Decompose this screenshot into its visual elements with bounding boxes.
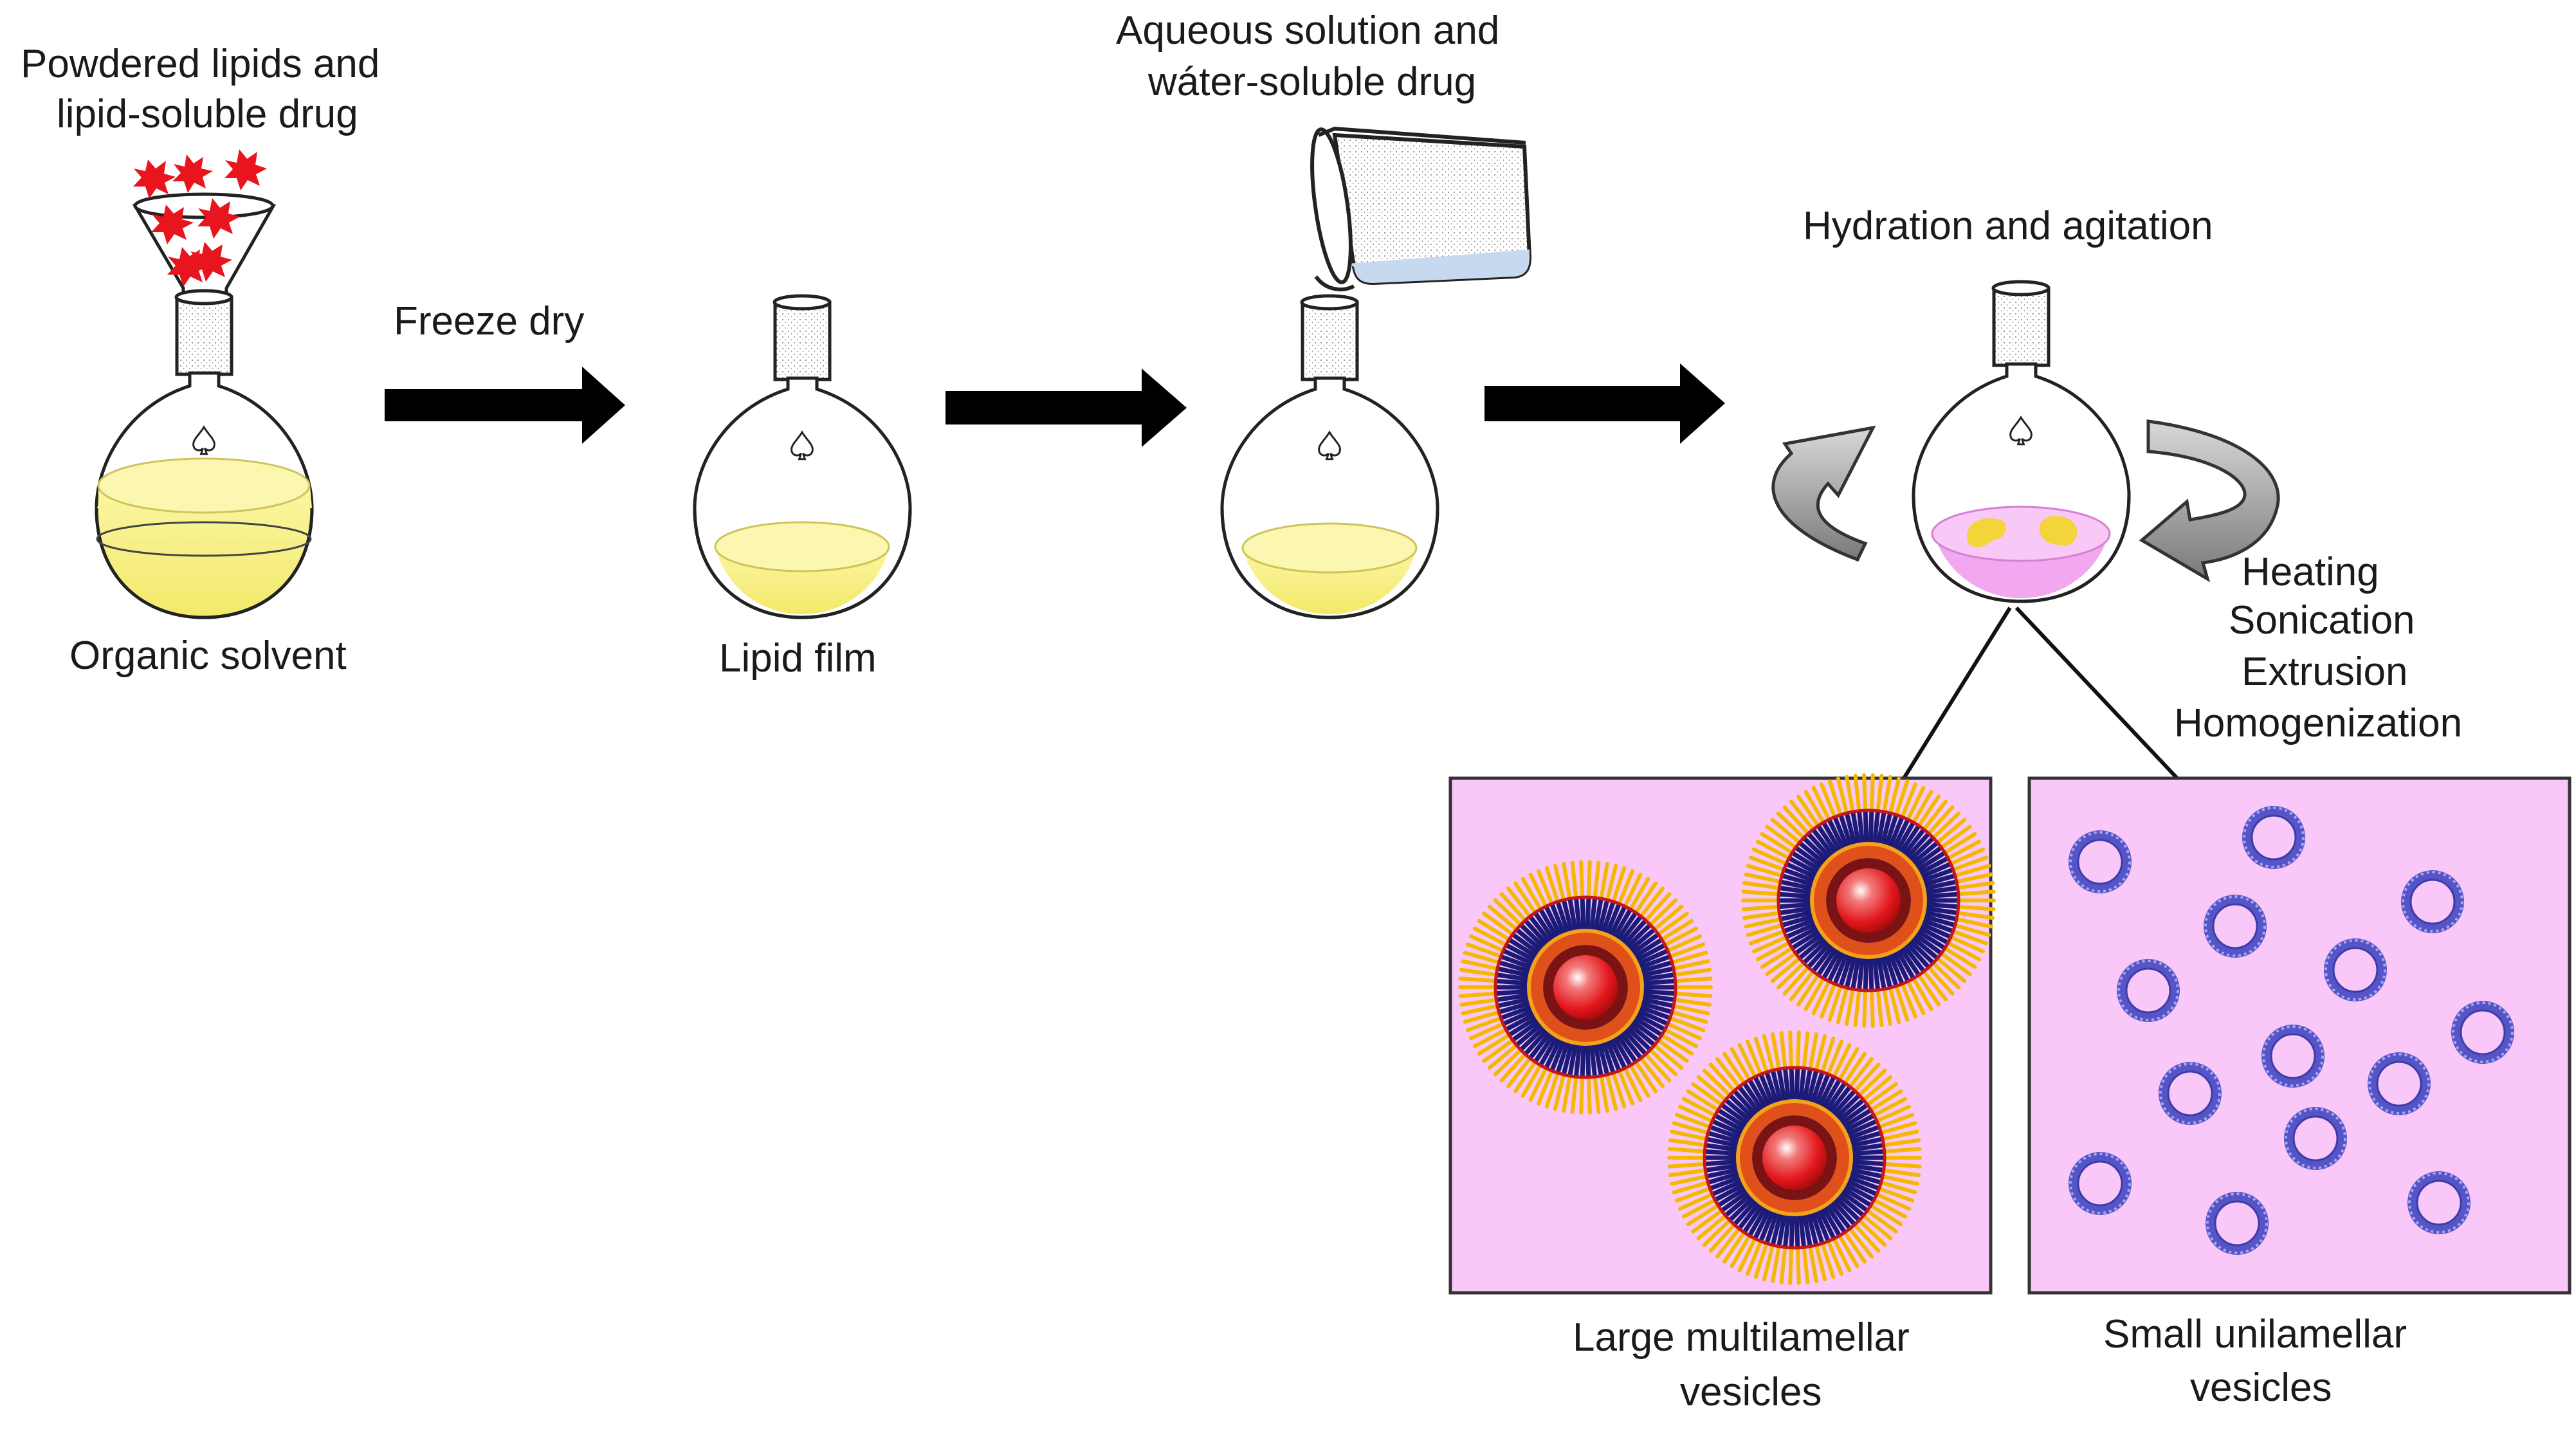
unilamellar-vesicle: [2242, 806, 2305, 869]
unilamellar-vesicle: [2261, 1025, 2325, 1088]
process-arrow-2: [945, 369, 1187, 447]
multilamellar-vesicles: [1458, 773, 1996, 1285]
connector-line-left: [1902, 607, 2012, 780]
large-vesicles-label-line2: vesicles: [1680, 1370, 1822, 1414]
unilamellar-vesicle: [2284, 1107, 2347, 1170]
small-vesicles-label-line2: vesicles: [2190, 1365, 2332, 1410]
multilamellar-vesicle: [1741, 773, 1996, 1028]
freeze-dry-label: Freeze dry: [394, 299, 584, 343]
unilamellar-vesicle: [2117, 959, 2180, 1022]
sonication-label: Sonication: [2229, 598, 2415, 643]
multilamellar-vesicle: [1458, 860, 1713, 1115]
aqueous-flask: [1220, 294, 1439, 619]
unilamellar-vesicle: [2324, 938, 2387, 1001]
hydration-flask: [1912, 280, 2131, 603]
unilamellar-vesicle: [2407, 1171, 2471, 1234]
powdered-label-line1: Powdered lipids and: [21, 42, 379, 86]
small-vesicles-label-line1: Small unilamellar: [2103, 1312, 2407, 1356]
unilamellar-vesicle: [2206, 1192, 2269, 1255]
hydration-label: Hydration and agitation: [1803, 204, 2213, 248]
process-arrow-3: [1484, 363, 1725, 444]
organic-solvent-label: Organic solvent: [69, 634, 347, 678]
unilamellar-vesicle: [2069, 1152, 2132, 1215]
homogenization-label: Homogenization: [2174, 701, 2462, 745]
beaker-icon: [1310, 126, 1532, 291]
extrusion-label: Extrusion: [2242, 650, 2407, 694]
unilamellar-vesicle: [2451, 1001, 2514, 1064]
organic-solvent-flask: [95, 149, 314, 619]
aqueous-label-line2: wáter-soluble drug: [1147, 60, 1476, 104]
process-arrow-1: [385, 367, 625, 444]
unilamellar-vesicles: [2069, 806, 2514, 1255]
unilamellar-vesicle: [2159, 1062, 2222, 1125]
rotation-arrow-left-icon: [1771, 425, 1876, 562]
lipid-film-label: Lipid film: [719, 636, 877, 680]
rotation-arrow-right-icon: [2139, 419, 2280, 583]
multilamellar-vesicle: [1667, 1030, 1922, 1285]
heating-label: Heating: [2242, 550, 2379, 594]
drug-particles-icon: [133, 149, 267, 287]
unilamellar-vesicle: [2368, 1052, 2431, 1115]
large-vesicles-label-line1: Large multilamellar: [1573, 1315, 1910, 1360]
lipid-film-flask: [693, 294, 912, 619]
unilamellar-vesicle: [2069, 830, 2132, 893]
powdered-label-line2: lipid-soluble drug: [57, 92, 358, 136]
aqueous-label-line1: Aqueous solution and: [1116, 8, 1499, 53]
unilamellar-vesicle: [2204, 895, 2267, 958]
connector-line-right: [2014, 606, 2179, 780]
unilamellar-vesicle: [2401, 870, 2464, 933]
